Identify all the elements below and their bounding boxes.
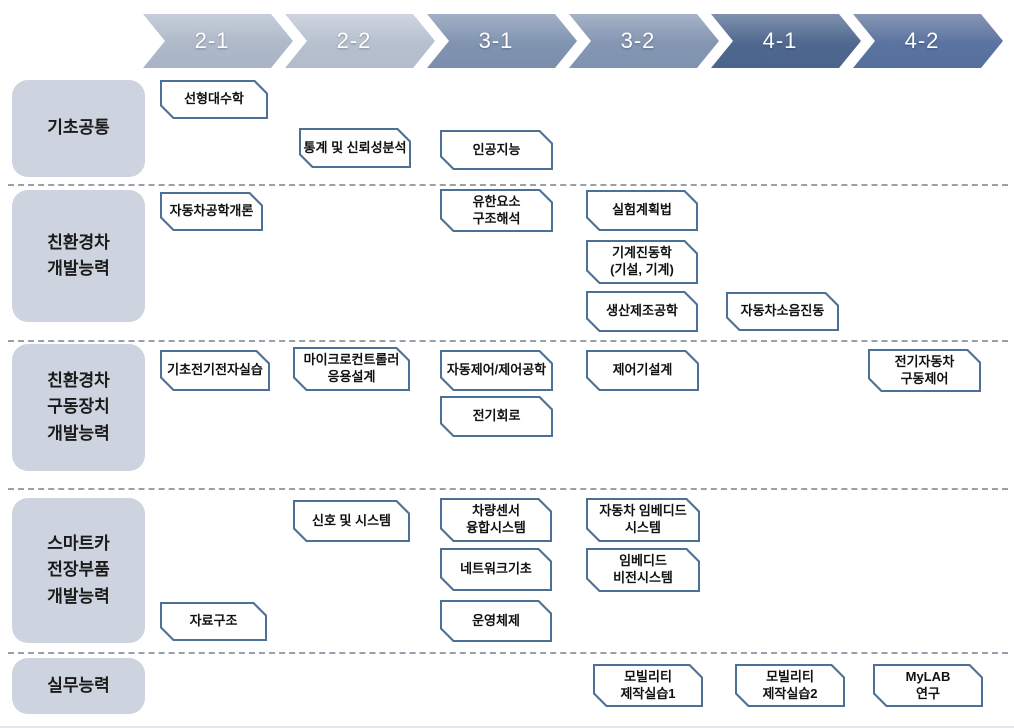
course-automatic-control-engineering: 자동제어/제어공학 xyxy=(440,350,553,391)
category-label: 기초공통 xyxy=(47,118,110,138)
row-divider xyxy=(8,652,1008,654)
course-label: 마이크로컨트롤러 응용설계 xyxy=(303,352,400,384)
course-label: 실험계획법 xyxy=(612,202,672,218)
semester-label: 2-1 xyxy=(194,28,230,53)
course-label: 자동제어/제어공학 xyxy=(446,362,547,378)
semester-label: 4-1 xyxy=(762,28,798,53)
page-bottom-edge xyxy=(0,726,1014,728)
course-label: 차량센서 융합시스템 xyxy=(466,503,526,535)
course-label: 모빌리티 제작실습2 xyxy=(762,668,818,701)
course-label: 제어기설계 xyxy=(612,362,673,378)
course-vehicle-sensor-fusion-systems: 차량센서 융합시스템 xyxy=(440,498,552,542)
semester-label: 2-2 xyxy=(336,28,372,53)
semester-chevron-3-1: 3-1 xyxy=(427,14,577,68)
course-operating-systems: 운영체제 xyxy=(440,600,552,642)
course-production-manufacturing-engineering: 생산제조공학 xyxy=(586,291,698,332)
course-label: 자동차 임베디드 시스템 xyxy=(599,503,687,535)
semester-chevron-2-1: 2-1 xyxy=(143,14,293,68)
course-data-structures: 자료구조 xyxy=(160,602,267,641)
course-label: 유한요소 구조해석 xyxy=(472,193,521,226)
course-label: 임베디드 비전시스템 xyxy=(613,553,673,585)
course-label: 자료구조 xyxy=(189,613,238,629)
semester-chevron-3-2: 3-2 xyxy=(569,14,719,68)
course-label: 통계 및 신뢰성분석 xyxy=(303,139,407,155)
category-eco-vehicle-development: 친환경차 개발능력 xyxy=(12,190,145,322)
course-electric-circuits: 전기회로 xyxy=(440,396,553,437)
course-network-basics: 네트워크기초 xyxy=(440,548,552,591)
course-label: 인공지능 xyxy=(472,141,521,157)
course-label: 전기회로 xyxy=(472,408,521,424)
course-microcontroller-applied-design: 마이크로컨트롤러 응용설계 xyxy=(293,347,410,391)
course-design-of-experiments: 실험계획법 xyxy=(586,190,698,231)
course-fem-structural-analysis: 유한요소 구조해석 xyxy=(440,189,553,232)
course-signals-and-systems: 신호 및 시스템 xyxy=(293,500,410,542)
course-basic-electrical-electronics-lab: 기초전기전자실습 xyxy=(160,350,270,391)
course-vehicle-noise-vibration: 자동차소음진동 xyxy=(726,292,839,331)
course-artificial-intelligence: 인공지능 xyxy=(440,130,553,170)
row-divider xyxy=(8,184,1008,186)
course-label: 기초전기전자실습 xyxy=(167,362,263,378)
course-mobility-fabrication-practice-1: 모빌리티 제작실습1 xyxy=(593,664,703,707)
course-mechanical-vibrations: 기계진동학 (기설, 기계) xyxy=(586,240,698,284)
course-label: 자동차공학개론 xyxy=(169,203,254,219)
semester-chevron-4-1: 4-1 xyxy=(711,14,861,68)
category-label: 실무능력 xyxy=(47,675,110,695)
course-controller-design: 제어기설계 xyxy=(586,350,699,391)
course-automotive-embedded-systems: 자동차 임베디드 시스템 xyxy=(586,498,700,542)
semester-chevron-4-2: 4-2 xyxy=(853,14,1003,68)
row-divider xyxy=(8,340,1008,342)
course-label: 선형대수학 xyxy=(184,91,244,107)
course-label: 네트워크기초 xyxy=(460,561,532,577)
course-label: 전기자동차 구동제어 xyxy=(894,353,955,386)
course-statistics-reliability-analysis: 통계 및 신뢰성분석 xyxy=(299,128,411,168)
category-practical-skills: 실무능력 xyxy=(12,658,145,714)
semester-label: 4-2 xyxy=(904,28,940,53)
course-label: 생산제조공학 xyxy=(606,303,678,319)
course-automotive-engineering-intro: 자동차공학개론 xyxy=(160,192,263,231)
course-label: 운영체제 xyxy=(472,612,520,628)
category-label: 스마트카 전장부품 개발능력 xyxy=(47,533,110,606)
semester-label: 3-2 xyxy=(620,28,656,53)
course-label: 신호 및 시스템 xyxy=(312,512,391,528)
category-label: 친환경차 개발능력 xyxy=(47,232,110,278)
course-label: MyLAB 연구 xyxy=(905,668,951,701)
course-linear-algebra: 선형대수학 xyxy=(160,80,268,119)
row-divider xyxy=(8,488,1008,490)
course-mylab-research: MyLAB 연구 xyxy=(873,664,983,707)
course-mobility-fabrication-practice-2: 모빌리티 제작실습2 xyxy=(735,664,845,707)
category-label: 친환경차 구동장치 개발능력 xyxy=(47,370,110,443)
category-basic-common: 기초공통 xyxy=(12,80,145,177)
course-label: 모빌리티 제작실습1 xyxy=(620,668,676,701)
semester-chevron-2-2: 2-2 xyxy=(285,14,435,68)
course-embedded-vision-systems: 임베디드 비전시스템 xyxy=(586,548,700,592)
course-ev-drive-control: 전기자동차 구동제어 xyxy=(868,349,981,392)
category-smart-car-electronics-development: 스마트카 전장부품 개발능력 xyxy=(12,498,145,643)
course-label: 자동차소음진동 xyxy=(740,303,825,319)
course-label: 기계진동학 (기설, 기계) xyxy=(610,245,674,277)
category-eco-vehicle-drivetrain-development: 친환경차 구동장치 개발능력 xyxy=(12,344,145,471)
semester-label: 3-1 xyxy=(478,28,514,53)
